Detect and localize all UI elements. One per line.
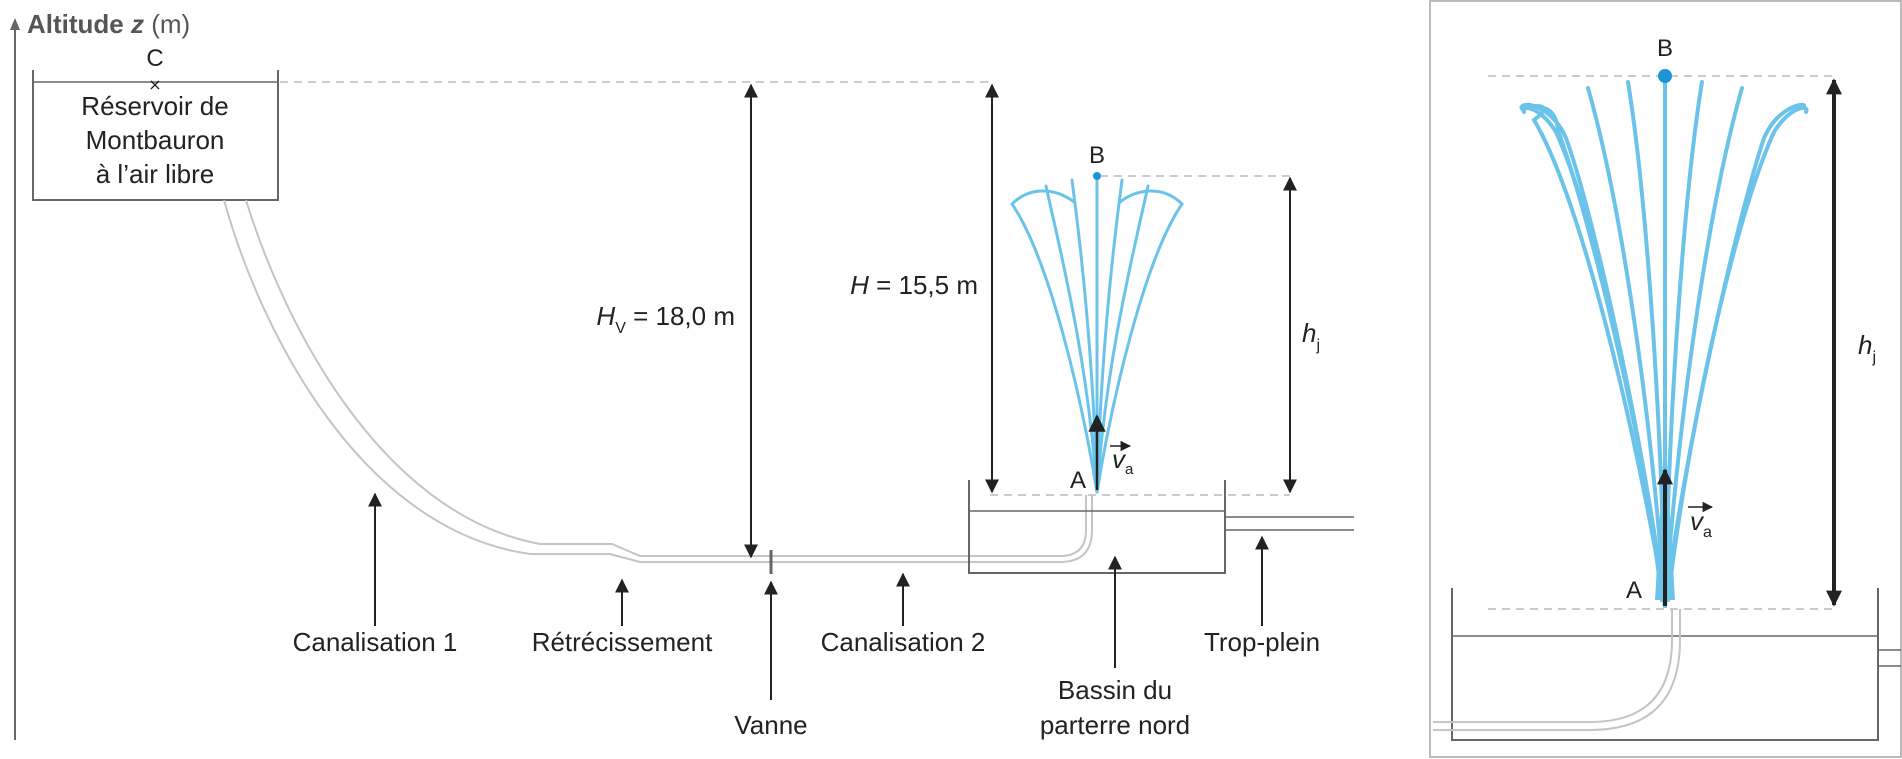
zoom-va-label: va: [1690, 506, 1712, 541]
bassin: [968, 480, 1354, 574]
small-point-b: [1093, 172, 1101, 180]
reservoir-label-line2: Montbauron: [86, 125, 225, 155]
zoom-hj-label: hj: [1858, 330, 1876, 366]
reservoir: C × Réservoir de Montbauron à l’air libr…: [32, 45, 279, 201]
zoom-point-b: [1658, 69, 1672, 83]
label-vanne: Vanne: [734, 710, 807, 740]
reservoir-label-line3: à l’air libre: [96, 159, 215, 189]
reservoir-label-line1: Réservoir de: [81, 91, 228, 121]
zoom-point-a-label: A: [1626, 577, 1642, 604]
small-va-label: va: [1112, 444, 1134, 478]
zoom-point-b-label: B: [1657, 35, 1673, 62]
pipeline: [223, 199, 1093, 563]
small-jet: [1010, 174, 1184, 494]
label-bassin-line2: parterre nord: [1040, 710, 1190, 740]
point-c-label: C: [146, 45, 163, 72]
label-bassin-line1: Bassin du: [1058, 675, 1172, 705]
reference-lines: [280, 75, 1834, 610]
hj-label: hj: [1302, 318, 1320, 354]
axis-label: Altitude z (m): [27, 9, 190, 39]
small-point-b-label: B: [1089, 142, 1105, 169]
hv-label: HV = 18,0 m: [596, 301, 735, 337]
small-point-a-label: A: [1070, 467, 1086, 494]
label-trop-plein: Trop-plein: [1204, 627, 1320, 657]
zoom-panel: [1429, 0, 1902, 758]
label-canalisation-1: Canalisation 1: [293, 627, 458, 657]
altitude-axis: Altitude z (m): [10, 9, 190, 740]
point-c-marker: ×: [148, 75, 161, 94]
label-canalisation-2: Canalisation 2: [821, 627, 986, 657]
label-pointers: [368, 492, 1269, 700]
dimension-arrows: [744, 83, 1297, 559]
h-label: H = 15,5 m: [850, 270, 978, 300]
label-retrecissement: Rétrécissement: [532, 627, 713, 657]
